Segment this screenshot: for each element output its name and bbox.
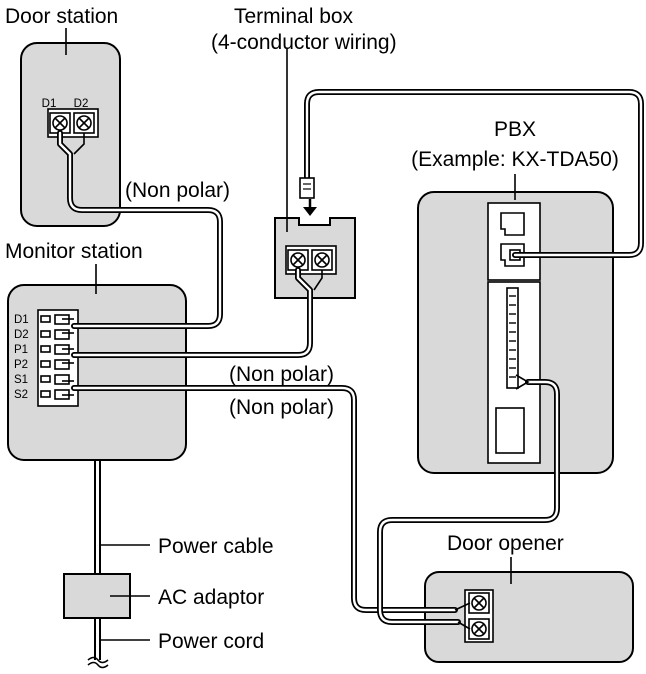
monitor-station-label: Monitor station (5, 240, 143, 263)
door-opener (424, 571, 634, 663)
modular-plug-icon (299, 177, 315, 199)
power-wires (94, 460, 101, 660)
pbx-connector-strip (506, 287, 519, 389)
labels: Door station Terminal box (4-conductor w… (5, 5, 619, 653)
monitor-terminal-s1: S1 (14, 374, 28, 386)
leader-lines (65, 28, 516, 641)
door-station-terminal-d1: D1 (42, 98, 57, 110)
door-station: D1 D2 (20, 42, 121, 227)
pbx-label: PBX (494, 118, 536, 141)
power-cord-label: Power cord (158, 630, 264, 653)
monitor-terminal-d1: D1 (14, 314, 29, 326)
door-station-terminal-d2: D2 (74, 98, 89, 110)
pbx-example-label: (Example: KX-TDA50) (411, 148, 619, 171)
non-polar-label-door-opener: (Non polar) (229, 396, 334, 419)
power-cable-label: Power cable (158, 535, 274, 558)
pbx-indicator-slot (495, 407, 525, 454)
door-station-label: Door station (5, 5, 118, 28)
wire-pbx-to-door-opener (377, 374, 560, 630)
monitor-station-box (7, 284, 187, 461)
terminal-box-label: Terminal box (234, 5, 354, 28)
pbx-connector-pins (509, 295, 516, 378)
wire-terminal-box-to-monitor (62, 267, 323, 364)
monitor-terminal-p1: P1 (14, 344, 28, 356)
wire-terminal-box-to-pbx (304, 89, 644, 258)
wire-monitor-to-door-opener (62, 380, 471, 613)
screw-terminal-icon (73, 112, 95, 134)
monitor-station: D1 D2 P1 P2 S1 S2 (7, 284, 187, 461)
screw-terminal-icon (468, 618, 490, 640)
monitor-terminal-p2: P2 (14, 359, 28, 371)
pbx (417, 191, 614, 474)
modular-jack-icon (500, 212, 525, 236)
pbx-jack-panel (487, 202, 541, 281)
monitor-terminal-d2: D2 (14, 329, 29, 341)
screw-terminal-icon (311, 249, 333, 271)
non-polar-label-terminal-box: (Non polar) (229, 363, 334, 386)
door-opener-box (424, 571, 634, 663)
non-polar-label-door-station: (Non polar) (125, 179, 230, 202)
terminal-box-sublabel: (4-conductor wiring) (211, 31, 397, 54)
monitor-terminal-s2: S2 (14, 389, 28, 401)
screw-terminal-icon (468, 592, 490, 614)
wire-door-station-to-monitor (57, 130, 223, 334)
ac-adaptor-label: AC adaptor (158, 586, 264, 609)
arrow-down-icon (303, 199, 317, 216)
monitor-terminal-labels: D1 D2 P1 P2 S1 S2 (14, 314, 29, 401)
door-opener-label: Door opener (447, 532, 564, 555)
cable-break-icon (87, 656, 109, 669)
